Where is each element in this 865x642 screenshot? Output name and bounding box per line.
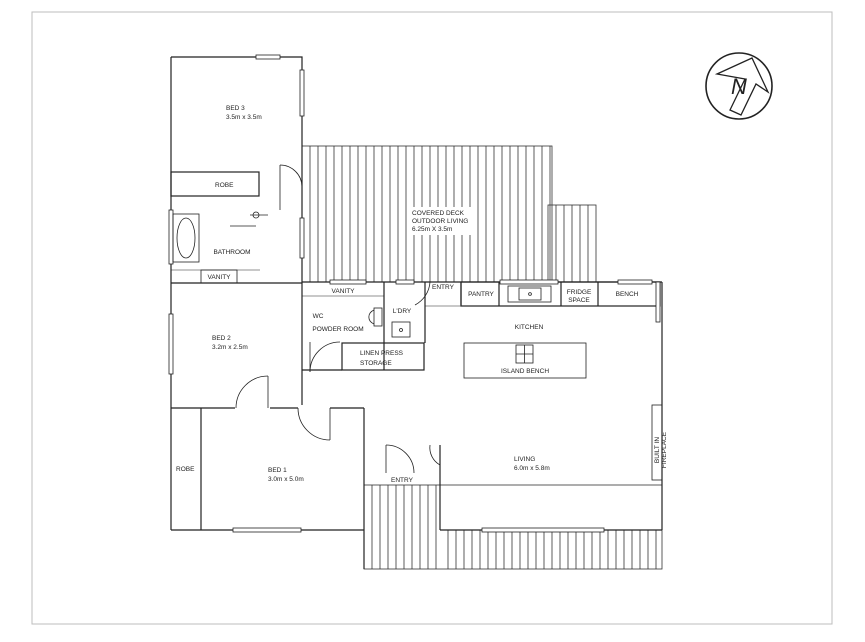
deck-line2: OUTDOOR LIVING [412, 218, 468, 225]
deck-line1: COVERED DECK [412, 210, 465, 217]
fridge-label: FRIDGE [567, 289, 592, 296]
bed2-size: 3.2m x 2.5m [212, 344, 248, 351]
entry-top-label: ENTRY [432, 284, 455, 291]
island-bench-label: ISLAND BENCH [501, 368, 549, 375]
vanity-bath-label: VANITY [208, 274, 232, 281]
front-deck-boards [363, 484, 663, 570]
robe-upper-label: ROBE [215, 182, 234, 189]
bed3-name: BED 3 [226, 105, 245, 112]
vanity-wc-label: VANITY [332, 288, 356, 295]
north-letter: N [731, 74, 747, 99]
windows [168, 54, 661, 533]
bed1-size: 3.0m x 5.0m [268, 476, 304, 483]
page-border [31, 11, 833, 625]
bench-label: BENCH [616, 291, 639, 298]
fireplace-line2: FIREPLACE [661, 431, 668, 468]
bathroom-label: BATHROOM [213, 249, 250, 256]
linen-press-label: LINEN PRESS [360, 350, 404, 357]
wc-label: WC [313, 313, 324, 320]
north-arrow-icon: N [705, 52, 773, 120]
living-name: LIVING [514, 456, 535, 463]
robe-lower-label: ROBE [176, 466, 195, 473]
walls [170, 56, 663, 569]
bed3-size: 3.5m x 3.5m [226, 114, 262, 121]
door-swings [235, 164, 441, 474]
ldry-label: L'DRY [393, 308, 412, 315]
covered-deck-boards [301, 145, 597, 283]
bed1-name: BED 1 [268, 467, 287, 474]
room-labels: BED 3 3.5m x 3.5m ROBE BATHROOM VANITY B… [176, 105, 668, 484]
powder-room-label: POWDER ROOM [312, 326, 363, 333]
bed2-name: BED 2 [212, 335, 231, 342]
living-size: 6.0m x 5.8m [514, 465, 550, 472]
fridge-space-label: SPACE [568, 297, 590, 304]
storage-label: STORAGE [360, 360, 392, 367]
entry-bottom-label: ENTRY [391, 477, 414, 484]
fireplace-line1: BUILT IN [654, 437, 661, 463]
kitchen-label: KITCHEN [515, 324, 544, 331]
fixtures [172, 211, 663, 481]
deck-size: 6.25m X 3.5m [412, 226, 452, 233]
pantry-label: PANTRY [468, 291, 494, 298]
